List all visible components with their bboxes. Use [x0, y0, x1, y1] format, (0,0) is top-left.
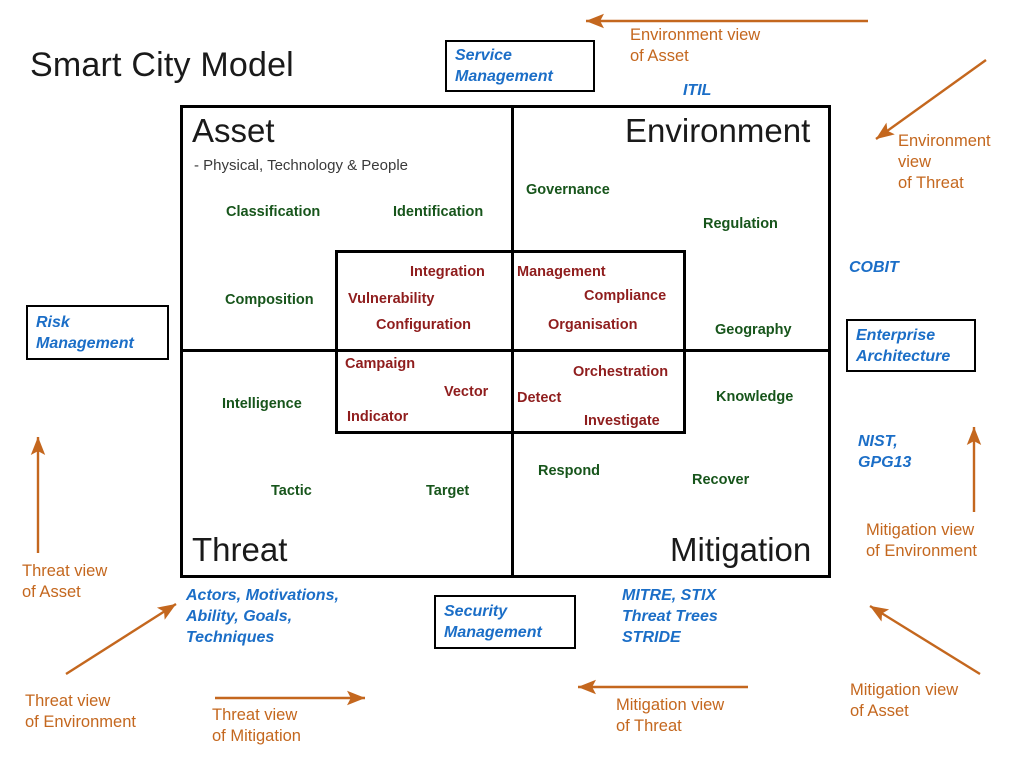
quadrant-heading-threat: Threat: [192, 531, 288, 568]
inner-term-management: Management: [517, 264, 606, 280]
inner-term-configuration: Configuration: [376, 317, 472, 333]
term-recover: Recover: [692, 472, 750, 488]
framework-box-enterprise-architecture[interactable]: Enterprise Architecture: [846, 319, 976, 372]
arrow-threat-view-of-environment: [65, 602, 177, 676]
arrow-environment-view-of-threat: [875, 59, 987, 140]
term-composition: Composition: [225, 292, 314, 308]
term-classification: Classification: [226, 204, 321, 220]
term-intelligence: Intelligence: [222, 396, 302, 412]
term-target: Target: [426, 483, 470, 499]
framework-label-nist-gpg13: NIST, GPG13: [858, 433, 912, 471]
inner-term-organisation: Organisation: [548, 317, 638, 333]
inner-term-indicator: Indicator: [347, 409, 409, 425]
page-title: Smart City Model: [30, 46, 294, 84]
inner-term-campaign: Campaign: [345, 356, 416, 372]
inner-term-integration: Integration: [410, 264, 485, 280]
term-geography: Geography: [715, 322, 792, 338]
quadrant-heading-asset: Asset: [192, 112, 275, 149]
annotation-environment-view-of-threat: Environment view of Threat: [898, 132, 991, 192]
inner-term-orchestration: Orchestration: [573, 364, 669, 380]
framework-box-service-management-label: Service Management: [455, 47, 553, 85]
term-regulation: Regulation: [703, 216, 778, 232]
inner-term-detect: Detect: [517, 390, 562, 406]
term-governance: Governance: [526, 182, 610, 198]
inner-term-investigate: Investigate: [584, 413, 660, 429]
annotation-threat-view-of-environment: Threat view of Environment: [25, 692, 136, 731]
quadrant-heading-environment: Environment: [625, 112, 811, 149]
term-knowledge: Knowledge: [716, 389, 794, 405]
inner-term-vector: Vector: [444, 384, 489, 400]
framework-label-threat-actors: Actors, Motivations, Ability, Goals, Tec…: [186, 587, 339, 646]
term-tactic: Tactic: [271, 483, 312, 499]
framework-label-cobit: COBIT: [849, 259, 899, 276]
annotation-threat-view-of-mitigation: Threat view of Mitigation: [212, 706, 301, 745]
framework-box-service-management[interactable]: Service Management: [445, 40, 595, 92]
term-identification: Identification: [393, 204, 484, 220]
framework-label-mitre-stix: MITRE, STIX Threat Trees STRIDE: [622, 587, 718, 646]
framework-box-risk-management[interactable]: Risk Management: [26, 305, 169, 360]
framework-box-enterprise-architecture-label: Enterprise Architecture: [856, 326, 951, 365]
term-respond: Respond: [538, 463, 601, 479]
inner-horizontal-divider: [335, 349, 686, 352]
matrix-outer-frame: [180, 105, 831, 578]
framework-box-security-management-label: Security Management: [444, 603, 542, 641]
inner-frame: [335, 250, 686, 434]
inner-vertical-divider: [511, 250, 514, 434]
arrow-mitigation-view-of-asset: [869, 604, 981, 676]
annotation-mitigation-view-of-asset: Mitigation view of Asset: [850, 681, 959, 720]
framework-box-security-management[interactable]: Security Management: [434, 595, 576, 649]
inner-term-compliance: Compliance: [584, 288, 667, 304]
framework-label-itil: ITIL: [683, 82, 712, 99]
framework-box-risk-management-label: Risk Management: [36, 313, 134, 352]
annotation-threat-view-of-asset: Threat view of Asset: [22, 562, 108, 601]
inner-term-vulnerability: Vulnerability: [348, 291, 435, 307]
quadrant-heading-mitigation: Mitigation: [670, 531, 812, 568]
annotation-environment-view-of-asset: Environment view of Asset: [630, 26, 761, 65]
annotation-mitigation-view-of-threat: Mitigation view of Threat: [616, 696, 725, 735]
quadrant-subtitle-asset: - Physical, Technology & People: [194, 157, 409, 174]
annotation-mitigation-view-of-environment: Mitigation view of Environment: [866, 521, 977, 560]
